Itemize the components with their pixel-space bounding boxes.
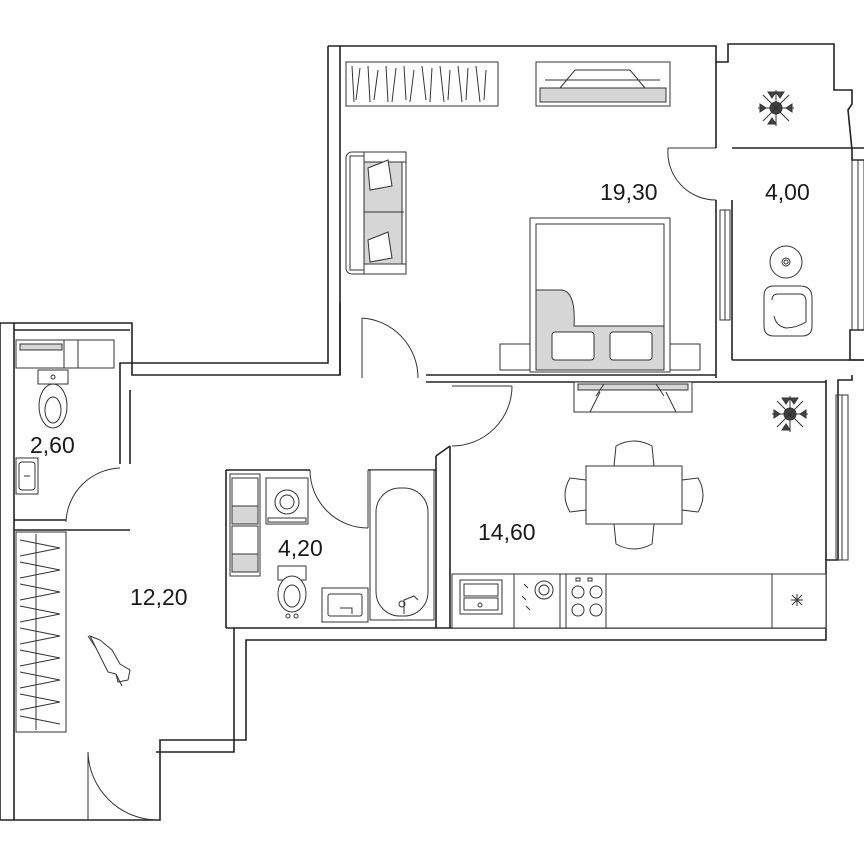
toilet-room-furniture: [15, 339, 115, 495]
balcony-furniture: [763, 245, 813, 337]
balcony-door: [667, 147, 717, 201]
hall-wardrobe: [15, 531, 67, 733]
plant-kitchen: [772, 396, 808, 432]
kitchen-counter: [451, 573, 827, 629]
toilet-area-label: 2,60: [30, 432, 75, 458]
hall-area-label: 12,20: [130, 584, 188, 610]
bathroom-area-label: 4,20: [278, 535, 323, 561]
kitchen-door: [451, 385, 513, 447]
kitchen-tv: [573, 381, 693, 413]
bathtub: [369, 469, 435, 621]
cat-figure: [87, 635, 131, 687]
windows: [719, 159, 864, 561]
plant-living: [758, 90, 794, 126]
sofa: [345, 151, 407, 275]
bathroom-door: [309, 469, 369, 529]
dining-table: [564, 440, 704, 550]
toilet-door: [65, 467, 121, 523]
balcony-area-label: 4,00: [765, 179, 810, 205]
living-bedroom-area-label: 19,30: [600, 179, 658, 205]
kitchen-area-label: 14,60: [478, 519, 536, 545]
bedroom-door: [361, 317, 419, 379]
bed: [499, 217, 701, 373]
toilet-bathroom: [277, 565, 307, 619]
interior-walls: [14, 62, 864, 629]
room-labels: 19,30 4,00 2,60 12,20 4,20 14,60: [30, 179, 810, 610]
entrance-door: [87, 751, 159, 821]
doors: [65, 147, 717, 821]
sink-bathroom: [321, 587, 369, 623]
washer-and-shelves: [229, 473, 309, 577]
wardrobe: [345, 61, 499, 107]
tv-stand: [535, 61, 671, 107]
